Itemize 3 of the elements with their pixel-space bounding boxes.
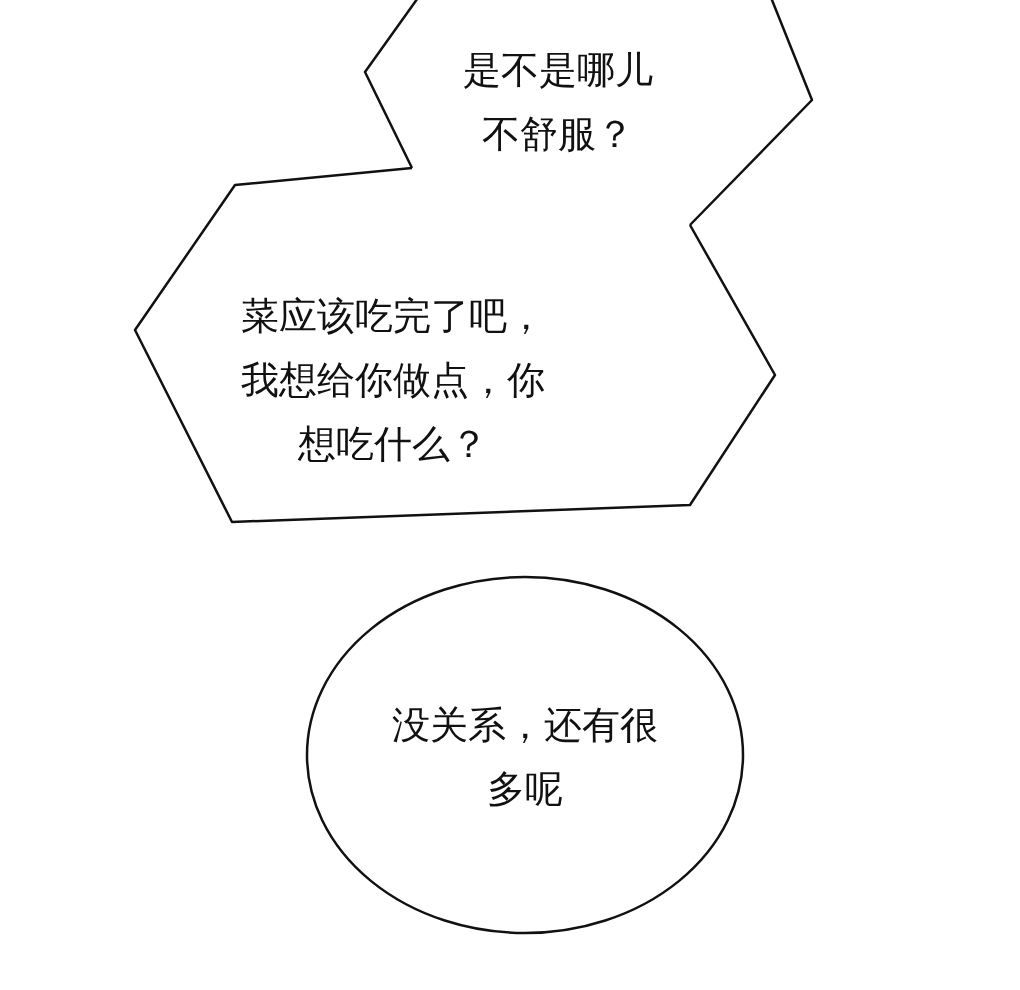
dialogue-text: 菜应该吃完了吧，我想给你做点，你想吃什么？ bbox=[240, 293, 546, 468]
dialogue-text: 是不是哪儿不舒服？ bbox=[462, 47, 654, 158]
dialogue-text: 没关系，还有很多呢 bbox=[391, 702, 659, 813]
